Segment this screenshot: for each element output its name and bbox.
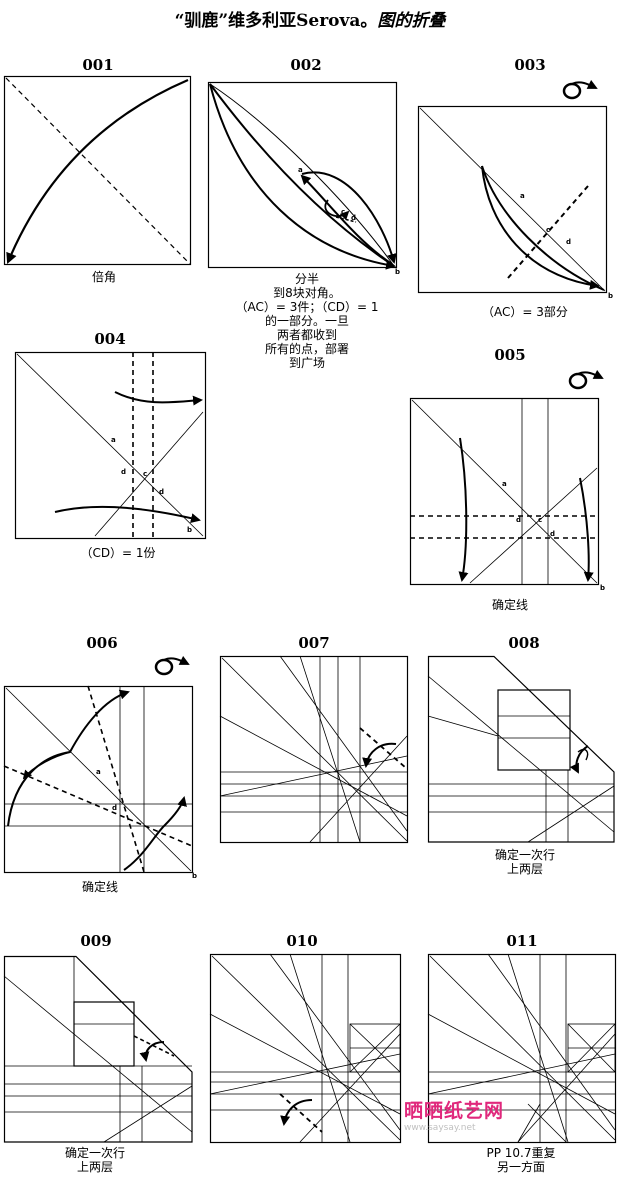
step-008-diagram	[427, 655, 615, 843]
point-label-d: d	[566, 238, 571, 246]
step-003-diagram: a c d b	[417, 105, 613, 300]
step-number-006: 006	[86, 634, 118, 652]
point-label-d: d	[351, 214, 356, 222]
step-002-caption: 分半 到8块对角。 （AC）= 3件；（CD）= 1 的一部分。一旦 两者都收到…	[235, 272, 379, 370]
point-label-c: c	[341, 208, 345, 216]
point-label-a: a	[96, 768, 101, 776]
point-label-d: d	[516, 516, 521, 524]
step-number-004: 004	[94, 330, 126, 348]
point-label-c: c	[538, 516, 542, 524]
point-label-b: b	[192, 872, 197, 880]
step-009-diagram	[3, 955, 193, 1143]
page-title: “驯鹿”维多利亚Serova。图的折叠	[174, 11, 446, 31]
point-label-c: c	[546, 226, 550, 234]
step-number-011: 011	[506, 932, 538, 950]
step-number-001: 001	[82, 56, 114, 74]
step-005-diagram: a d c d b	[409, 397, 605, 592]
step-number-002: 002	[290, 56, 322, 74]
step-number-003: 003	[514, 56, 546, 74]
watermark-url: www.saysay.net	[404, 1123, 476, 1133]
point-label-a: a	[520, 192, 525, 200]
step-006-diagram: a d b	[3, 685, 197, 880]
step-003-caption: （AC）= 3部分	[482, 305, 568, 319]
point-label-a: a	[111, 436, 116, 444]
point-label-b: b	[600, 584, 605, 592]
point-label-d: d	[550, 530, 555, 538]
point-label-d: d	[121, 468, 126, 476]
step-006-caption: 确定线	[81, 880, 118, 894]
point-label-a: a	[502, 480, 507, 488]
step-001-diagram	[3, 75, 192, 266]
step-011-diagram	[427, 953, 617, 1144]
step-008-caption: 确定一次行 上两层	[494, 848, 555, 876]
step-004-caption: （CD）= 1份	[80, 546, 156, 560]
step-011-caption: PP 10.7重复 另一方面	[486, 1146, 556, 1174]
step-004-diagram: a d c d b	[14, 351, 207, 540]
step-number-009: 009	[80, 932, 112, 950]
step-001-caption: 倍角	[91, 270, 116, 284]
step-number-010: 010	[286, 932, 318, 950]
point-label-b: b	[608, 292, 613, 300]
step-number-007: 007	[298, 634, 330, 652]
point-label-b: b	[395, 268, 400, 276]
point-label-a: a	[298, 166, 303, 174]
point-label-b: b	[187, 526, 192, 534]
step-009-caption: 确定一次行 上两层	[64, 1146, 125, 1174]
point-label-c: c	[143, 470, 147, 478]
point-label-d: d	[112, 804, 117, 812]
flip-over-icon	[568, 369, 604, 390]
step-010-diagram	[209, 953, 402, 1144]
step-number-005: 005	[494, 346, 526, 364]
point-label-d: d	[159, 488, 164, 496]
step-002-diagram: a c d b	[207, 81, 400, 276]
flip-over-icon	[562, 79, 598, 100]
step-number-008: 008	[508, 634, 540, 652]
flip-over-icon	[154, 655, 190, 676]
step-007-diagram	[219, 655, 409, 844]
step-005-caption: 确定线	[491, 598, 528, 612]
watermark-site-name: 晒晒纸艺网	[404, 1100, 505, 1122]
site-watermark: 晒晒纸艺网 www.saysay.net	[404, 1096, 554, 1133]
